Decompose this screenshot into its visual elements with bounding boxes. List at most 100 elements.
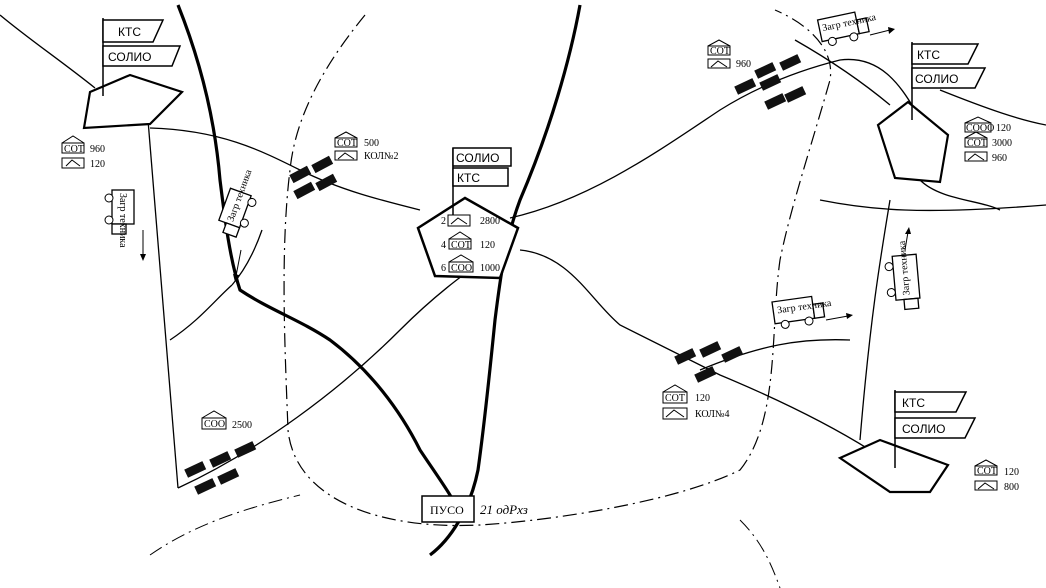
decon-vehicle-icon <box>964 151 988 162</box>
flag-ktc <box>911 43 980 65</box>
flag-label: СОЛИО <box>456 151 499 165</box>
block <box>184 461 207 478</box>
decon-vehicle-icon <box>974 480 998 491</box>
svg-text:СОТ: СОТ <box>977 466 997 477</box>
sot-icon: СОТ <box>964 131 988 149</box>
truck-icon: Загр техника <box>771 295 833 329</box>
road-east-branch <box>699 339 851 371</box>
value: 120 <box>695 393 710 404</box>
soo-icon: СОО <box>201 410 227 430</box>
station-area-shape <box>82 73 185 130</box>
block <box>674 348 697 365</box>
top-right-station: КТС СОЛИО СООО 120 СОТ 3000 960 <box>876 42 1012 184</box>
center-station: СОЛИО КТС 2 2800 4 СОТ 120 6 СОО 1000 <box>416 147 520 280</box>
sot-icon: СОТ <box>662 384 688 404</box>
road-left-top <box>0 14 96 89</box>
svg-text:СОТ: СОТ <box>337 138 357 149</box>
block <box>293 181 316 200</box>
block <box>289 165 312 184</box>
value: 120 <box>90 159 105 170</box>
block <box>694 366 717 383</box>
block <box>764 93 787 110</box>
road-left-east <box>149 127 421 211</box>
value: 2800 <box>480 216 500 227</box>
sooo-icon: СООО <box>964 116 994 134</box>
decon-vehicle-icon <box>707 58 731 69</box>
svg-text:СОО: СОО <box>204 419 225 430</box>
decon-vehicle-icon <box>334 150 358 161</box>
checkpoint-kpp2: СОТ 500 КОЛ№2 <box>334 131 398 162</box>
block <box>721 346 744 363</box>
decon-vehicle-icon <box>447 214 471 227</box>
road-right-top <box>939 89 1046 126</box>
value: 120 <box>480 240 495 251</box>
flag-ktc <box>102 19 165 43</box>
value: 120 <box>1004 467 1019 478</box>
flag-label: КТС <box>457 171 480 185</box>
decon-vehicle-icon <box>662 407 688 420</box>
flag-solio <box>911 67 987 89</box>
value: 120 <box>996 123 1011 134</box>
value: 960 <box>90 144 105 155</box>
road-right-down <box>859 199 891 441</box>
road-left-link <box>169 284 233 341</box>
block <box>217 468 240 485</box>
sot-icon: СОТ <box>334 131 358 149</box>
svg-text:СОО: СОО <box>451 263 472 274</box>
flag-label: СОЛИО <box>108 50 151 64</box>
road-left-down <box>147 119 179 489</box>
arrow-head <box>846 313 853 319</box>
svg-text:СООО: СООО <box>966 123 994 134</box>
flag-label: СОЛИО <box>915 72 958 86</box>
value: 3000 <box>992 138 1012 149</box>
truck-icon: Загр техника <box>884 240 921 311</box>
station-area-shape <box>416 196 520 280</box>
value: 960 <box>992 153 1007 164</box>
sot-icon: СОТ <box>707 39 731 57</box>
block <box>194 478 217 495</box>
main-road-west <box>176 4 462 516</box>
flag-ktc <box>452 167 509 187</box>
block <box>754 62 777 79</box>
flag-label: СОЛИО <box>902 422 945 436</box>
road-center-east <box>519 249 871 451</box>
checkpoint-bottom-left: СОО 2500 <box>201 410 252 431</box>
arrow-head <box>888 27 895 34</box>
unit-label: 21 одРхз <box>480 502 528 517</box>
block <box>759 74 782 91</box>
truck-direction-arrow <box>869 29 891 36</box>
row-prefix: 6 <box>441 263 446 274</box>
checkpoint-top: СОТ 960 <box>707 39 751 70</box>
flag-label: КТС <box>118 25 141 39</box>
station-area-shape <box>837 438 950 494</box>
svg-text:СОТ: СОТ <box>967 138 987 149</box>
sot-icon: СОТ <box>61 135 85 155</box>
command-post-label: ПУСО <box>430 503 464 517</box>
block <box>779 54 802 71</box>
decon-vehicle-icon <box>61 157 85 169</box>
truck-direction-arrow <box>825 315 849 321</box>
checkpoint-blocks <box>184 54 807 495</box>
svg-text:СОТ: СОТ <box>451 240 471 251</box>
contamination-zone-boundary <box>283 9 832 527</box>
row-prefix: 4 <box>441 240 446 251</box>
road-right-mid <box>919 179 1001 211</box>
bottom-right-station: КТС СОЛИО СОТ 120 800 <box>837 390 1019 494</box>
value: 800 <box>1004 482 1019 493</box>
arrow-head <box>905 227 911 234</box>
checkpoint-kpp4: СОТ 120 КОЛ№4 <box>662 384 729 420</box>
arrow-head <box>140 254 146 261</box>
soo-icon: СОО <box>448 254 474 274</box>
svg-text:Загр техника: Загр техника <box>117 193 128 248</box>
truck-direction-arrow <box>235 249 242 277</box>
flag-solio <box>452 147 512 167</box>
value: 960 <box>736 59 751 70</box>
block <box>234 441 257 458</box>
road-bottom-right <box>819 199 1046 212</box>
arrow-head <box>233 274 239 282</box>
block <box>734 78 757 95</box>
sot-icon: СОТ <box>974 459 998 477</box>
flag-label: КТС <box>902 396 925 410</box>
block <box>311 155 334 174</box>
